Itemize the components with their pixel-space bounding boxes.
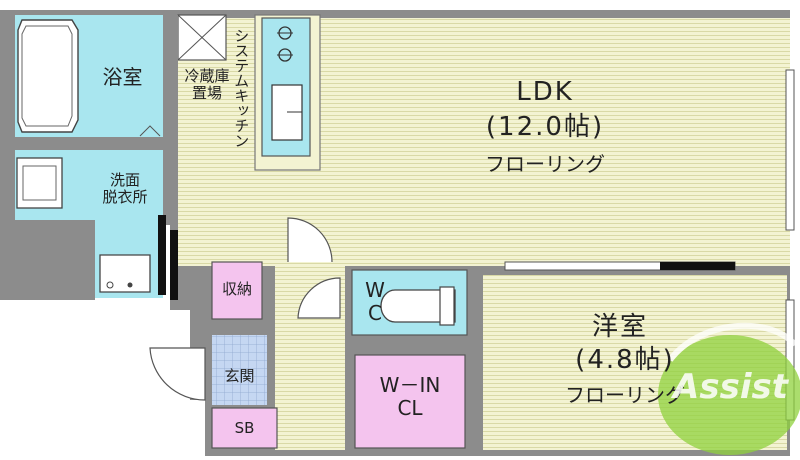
- entrance-floor: [212, 335, 267, 405]
- assist-logo: [658, 322, 800, 455]
- western-room-floor-label: フローリング: [565, 383, 685, 407]
- shoe-box-label: SB: [234, 419, 255, 437]
- western-room-name-label: 洋室: [591, 312, 648, 342]
- washroom-label: 洗面 脱衣所: [102, 171, 148, 207]
- door-swing: [287, 217, 333, 263]
- storage-closet: [211, 261, 263, 320]
- toilet: [380, 289, 456, 323]
- ldk-name-label: LDK: [516, 77, 574, 107]
- western-room-size-label: (4.8帖): [575, 345, 675, 375]
- shoe-box: [211, 407, 278, 449]
- window: [785, 69, 795, 231]
- wc-label: W C: [365, 278, 385, 325]
- kitchen-label: システムキッチン: [232, 28, 251, 148]
- ldk-floor-label: フローリング: [485, 152, 605, 176]
- walkin-closet: [354, 354, 466, 449]
- door-swing: [297, 277, 341, 319]
- watermark-text: Assist: [673, 367, 788, 407]
- entrance-label: 玄関: [224, 367, 255, 385]
- walkin-closet-label: W－IN CL: [379, 373, 441, 420]
- bathroom-label: 浴室: [102, 65, 143, 89]
- fridge-label: 冷蔵庫 置場: [184, 67, 230, 103]
- bathtub: [17, 19, 79, 133]
- storage-label: 収納: [221, 280, 252, 298]
- entrance-door-swing: [149, 347, 206, 401]
- ldk-size-label: (12.0帖): [485, 112, 605, 142]
